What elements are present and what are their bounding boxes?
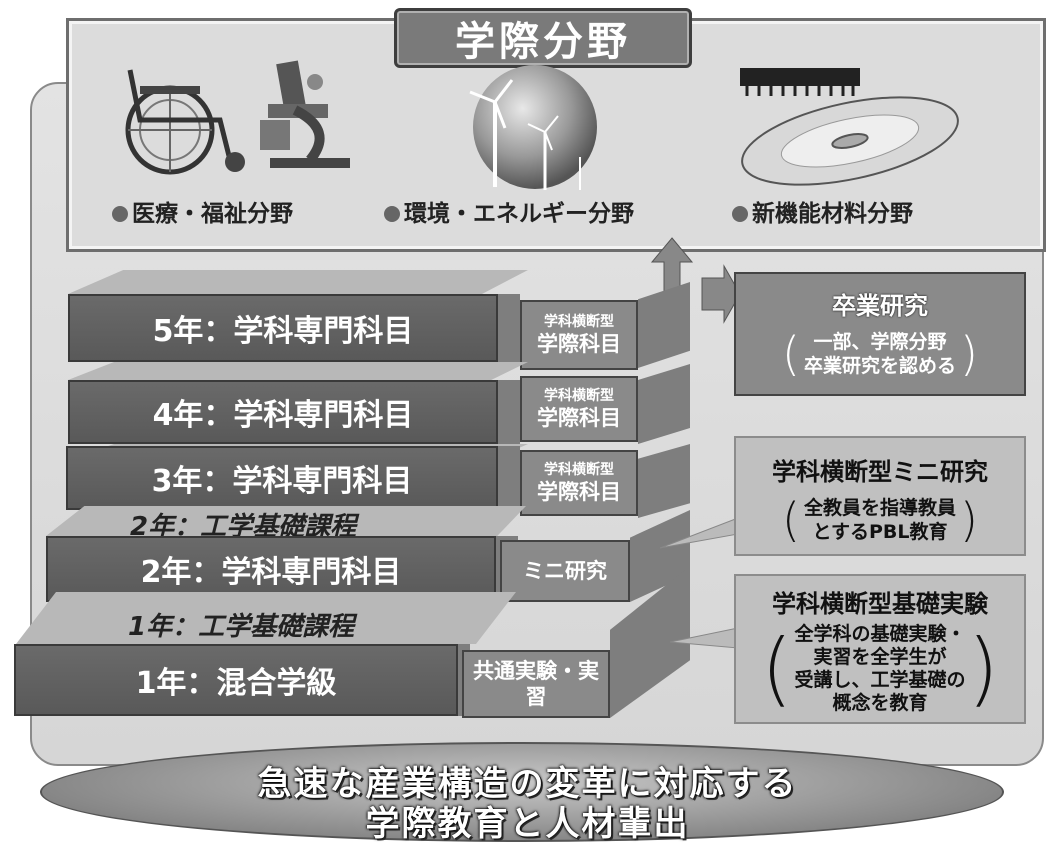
mini-research-description-box: 学科横断型ミニ研究 ( 全教員を指導教員 とするPBL教育 ) [734, 436, 1026, 556]
year5-block: 5年：学科専門科目 [68, 294, 498, 362]
year5-top-face [68, 270, 528, 294]
body-line: 実習を全学生が [813, 646, 947, 668]
year1-block: 1年：混合学級 [14, 644, 458, 716]
field-new-materials: 新機能材料分野 [732, 194, 913, 228]
year4-block: 4年：学科専門科目 [68, 380, 498, 444]
field-environment-energy: 環境・エネルギー分野 [384, 194, 634, 228]
arrows [650, 237, 741, 324]
year1-label: 1年：混合学級 [135, 666, 337, 701]
body-line: 一部、学際分野 [813, 331, 947, 353]
body-line: 受講し、工学基礎の [794, 669, 966, 691]
column-big-label: 共通実験・実習 [473, 659, 599, 709]
right-arrow-icon [701, 264, 741, 324]
basic-experiment-description-box: 学科横断型基礎実験 ( 全学科の基礎実験・ 実習を全学生が 受講し、工学基礎の … [734, 574, 1026, 724]
field-label: 環境・エネルギー分野 [404, 201, 634, 227]
bullet-icon [112, 206, 128, 222]
mini-research-title: 学科横断型ミニ研究 [772, 458, 988, 486]
bottom-line-2: 学際教育と人材輩出 [365, 804, 690, 844]
year5-label: 5年：学科専門科目 [152, 314, 414, 349]
year4-side-face [498, 380, 520, 444]
page-title: 学際分野 [455, 19, 631, 65]
year2-label: 2年：学科専門科目 [140, 555, 402, 590]
year1-top-face [16, 592, 516, 644]
year3-label: 3年：学科専門科目 [151, 464, 413, 499]
globe-wind-turbine-icon [469, 65, 597, 190]
bullet-icon [384, 206, 400, 222]
field-label: 新機能材料分野 [752, 201, 913, 227]
column4-side-face [638, 364, 690, 444]
wheelchair-microscope-icon [125, 60, 350, 175]
column-small-label: 学科横断型 [544, 388, 614, 404]
year3-block: 3年：学科専門科目 [66, 446, 498, 510]
field-medical-welfare: 医療・福祉分野 [112, 194, 293, 228]
column-big-label: 学際科目 [537, 406, 621, 430]
body-line: 卒業研究を認める [803, 355, 956, 377]
common-experiment-box: 共通実験・実習 [462, 650, 610, 718]
column-small-label: 学科横断型 [544, 462, 614, 478]
basic-experiment-body: ( 全学科の基礎実験・ 実習を全学生が 受講し、工学基礎の 概念を教育 ) [761, 622, 999, 715]
column-small-label: 学科横断型 [544, 314, 614, 330]
graduation-research-title: 卒業研究 [832, 292, 928, 320]
body-line: 全教員を指導教員 [803, 497, 956, 519]
year2-top-face [46, 506, 526, 536]
column-big-label: 学際科目 [537, 480, 621, 504]
year4-label: 4年：学科専門科目 [152, 398, 414, 433]
bottom-banner [40, 742, 1004, 842]
basic-experiment-title: 学科横断型基礎実験 [772, 590, 988, 618]
body-line: 全学科の基礎実験・ [794, 623, 966, 645]
column5-side-face [638, 282, 690, 368]
field-label: 医療・福祉分野 [132, 201, 293, 227]
body-line: とするPBL教育 [812, 521, 948, 543]
column-big-label: 学際科目 [537, 332, 621, 356]
mini-research-body: ( 全教員を指導教員 とするPBL教育 ) [782, 493, 978, 547]
column-big-label: ミニ研究 [523, 559, 607, 583]
year1-basic-course-label: 1年：工学基礎課程 [128, 612, 355, 642]
year5-side-face [498, 294, 520, 362]
mini-research-box: ミニ研究 [500, 540, 630, 602]
year5-interdisciplinary-box: 学科横断型 学際科目 [520, 300, 638, 370]
body-line: 概念を教育 [832, 692, 928, 714]
year3-interdisciplinary-box: 学科横断型 学際科目 [520, 450, 638, 516]
bottom-line-1: 急速な産業構造の変革に対応する [257, 764, 798, 804]
chip-disc-icon [740, 68, 959, 186]
title-plate: 学際分野 [394, 8, 692, 68]
year4-top-face [68, 362, 528, 380]
graduation-research-body: ( 一部、学際分野 卒業研究を認める ) [782, 327, 978, 381]
bullet-icon [732, 206, 748, 222]
graduation-research-box: 卒業研究 ( 一部、学際分野 卒業研究を認める ) [734, 272, 1026, 396]
column3-side-face [638, 444, 690, 518]
year3-side-face [498, 446, 520, 510]
year4-interdisciplinary-box: 学科横断型 学際科目 [520, 376, 638, 442]
